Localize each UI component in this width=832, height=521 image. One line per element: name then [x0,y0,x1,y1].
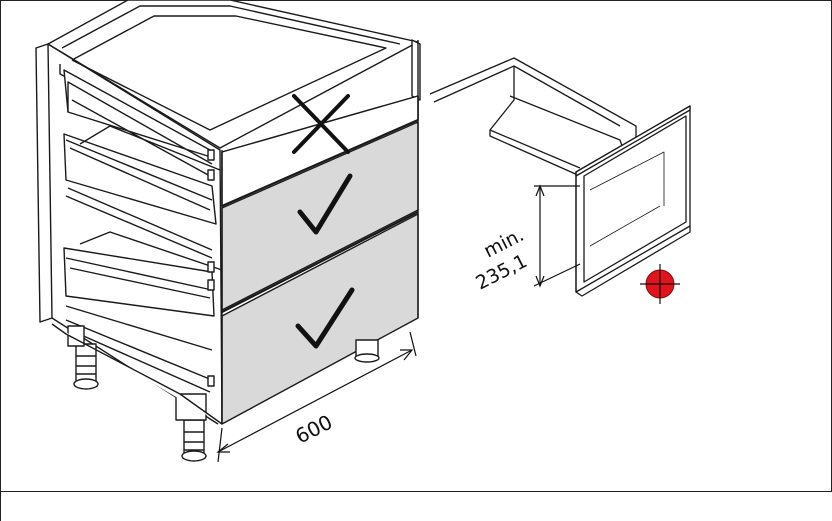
inner-drawers [63,69,223,393]
height-dimension [533,184,581,288]
check-icon [297,173,353,235]
width-dimension [216,331,417,463]
cabinet-top-frame [47,0,419,149]
width-dimension-label: 600 [291,410,336,449]
drawer-front-panel [575,105,691,293]
min-height-value: 235,1 [472,250,530,294]
base-cabinet [35,0,421,462]
cross-icon [292,94,350,154]
drawer-detail [429,57,691,297]
cabinet-legs [51,323,380,462]
crosshair-target-icon [640,264,680,304]
check-icon [295,287,355,349]
cabinet-left-panel [35,43,53,323]
